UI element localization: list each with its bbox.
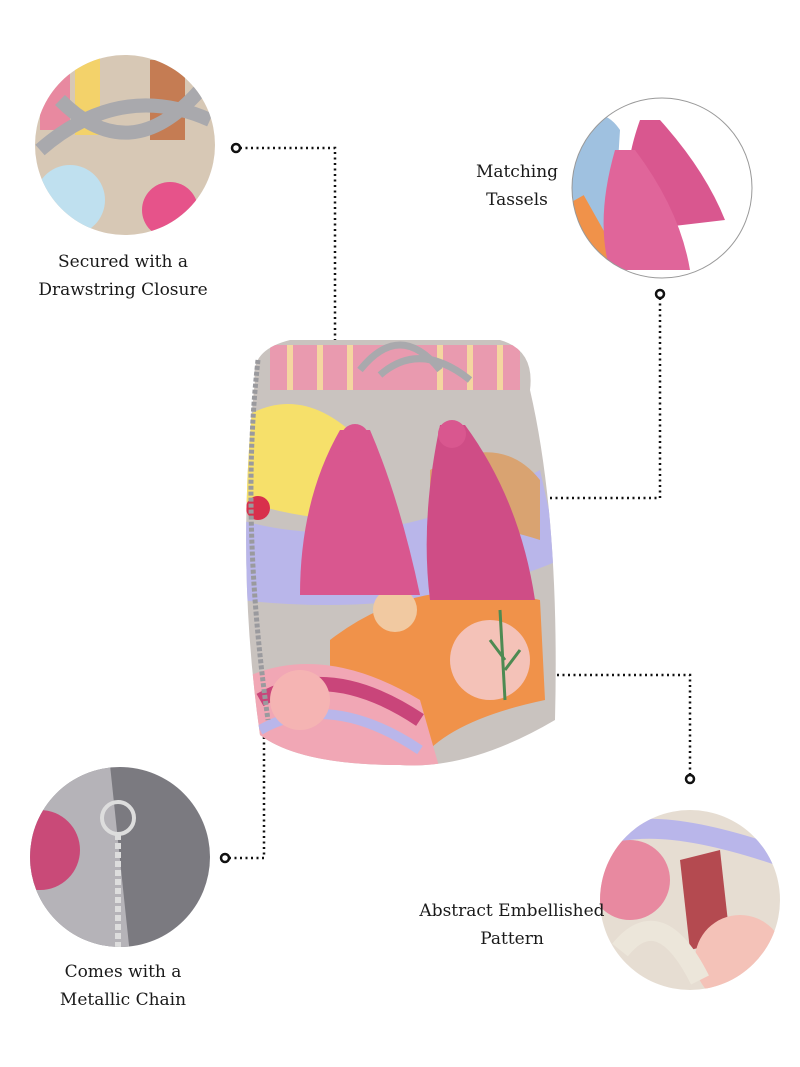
label-tassels: Matching Tassels — [447, 158, 587, 214]
detail-tassels-border — [571, 97, 753, 279]
label-line: Matching — [475, 162, 559, 182]
label-line: Tassels — [486, 190, 548, 210]
label-line: Secured with a — [58, 252, 188, 272]
connector-pattern — [550, 673, 692, 775]
label-line: Pattern — [480, 929, 544, 949]
label-line: Abstract Embellished — [419, 901, 605, 921]
connector-tassels — [490, 298, 662, 500]
bag-chain — [248, 359, 271, 721]
dot-tassels — [654, 288, 666, 300]
label-chain: Comes with a Metallic Chain — [13, 958, 233, 1014]
dot-chain — [219, 852, 231, 864]
bag-product-image — [246, 340, 556, 766]
detail-chain-image — [30, 767, 210, 947]
label-line: Drawstring Closure — [38, 280, 208, 300]
tassel-left — [300, 430, 420, 595]
connector-dots — [219, 142, 696, 864]
label-line: Comes with a — [64, 962, 182, 982]
label-drawstring: Secured with a Drawstring Closure — [13, 248, 233, 304]
tassel-right — [426, 425, 535, 600]
detail-drawstring-image — [35, 55, 215, 235]
dot-pattern — [684, 773, 696, 785]
dot-drawstring — [230, 142, 242, 154]
bag-drawstring — [357, 341, 473, 383]
connector-drawstring — [240, 146, 337, 370]
label-pattern: Abstract Embellished Pattern — [392, 897, 632, 953]
label-line: Metallic Chain — [59, 990, 187, 1010]
connector-lines — [229, 146, 692, 860]
detail-pattern-image — [600, 810, 780, 990]
connector-chain — [229, 700, 266, 860]
detail-tassels-image — [572, 98, 752, 278]
